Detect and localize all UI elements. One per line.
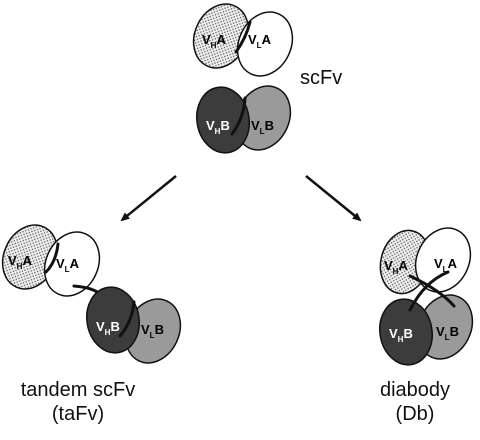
arrow-to-diabody [305,175,362,222]
vha-label: VHA [8,253,32,271]
vlb-label: VLB [251,118,274,136]
vla-label: VLA [434,256,458,274]
tandem-scfv-caption: tandem scFv (taFv) [8,378,148,426]
vhb-domain [196,86,250,154]
linker [234,20,252,54]
diabody-caption-line2: (Db) [395,403,435,425]
cross-linker [408,270,450,312]
vlb-label: VLB [436,324,459,342]
scfv-label: scFv [300,67,343,89]
vhb-label: VHB [389,326,413,344]
vla-domain [236,11,294,77]
tandem-scfv: VHA VLA VHB VLB [1,224,182,364]
vla-label: VLA [248,32,272,50]
arrow-to-tandem [120,175,177,222]
vla-label: VLA [56,256,80,274]
vhb-domain [86,286,140,354]
diabody-caption: diabody (Db) [370,378,460,426]
cross-linker [408,274,456,308]
linker [118,300,136,338]
vla-domain [414,227,472,293]
vhb-label: VHB [206,118,230,136]
linker [230,96,247,136]
vhb-domain [379,298,433,366]
diabody-caption-line1: diabody [379,379,451,401]
linker [44,242,60,274]
scfv-a: VHA VLA [192,3,294,77]
diabody: VHA VLA VHB VLB [379,227,474,366]
vha-label: VHA [384,258,408,276]
tandem-caption-line2: (taFv) [51,403,105,425]
vha-label: VHA [202,32,226,50]
vhb-label: VHB [96,319,120,337]
scfv-b: VHB VLB [196,85,292,154]
tandem-caption-line1: tandem scFv [20,379,136,401]
vlb-label: VLB [141,322,164,340]
